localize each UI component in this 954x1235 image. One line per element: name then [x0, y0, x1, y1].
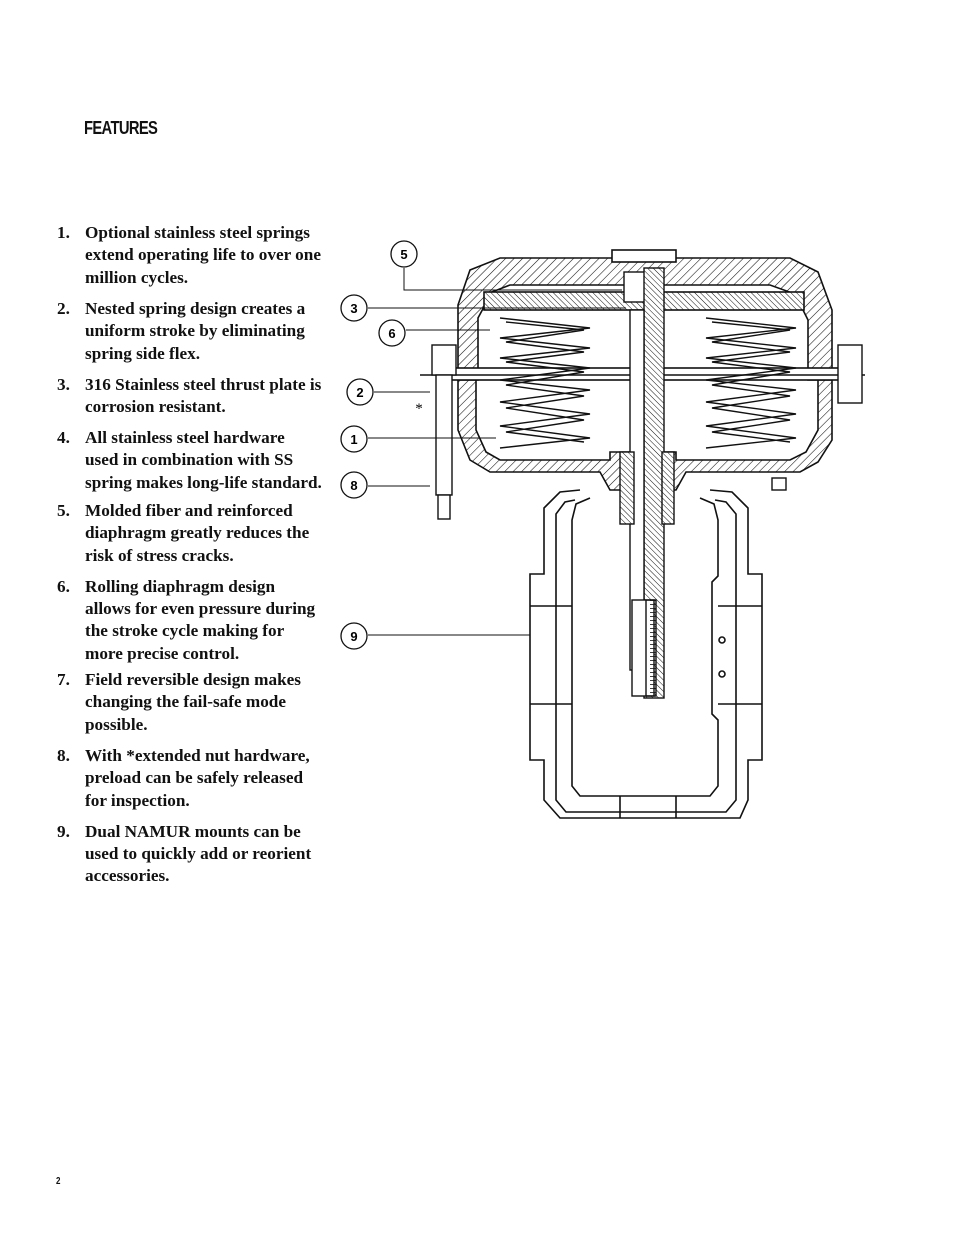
page-heading: FEATURES: [84, 118, 158, 138]
feature-number: 4.: [57, 428, 70, 448]
callout-9: 9: [340, 622, 368, 650]
actuator-cross-section-diagram: 5 3 6 2 1 8 9 *: [340, 240, 865, 819]
feature-text: All stainless steel hardware used in com…: [85, 428, 322, 492]
feature-item: 2. Nested spring design creates a uniform…: [57, 298, 322, 365]
feature-text: Rolling diaphragm design allows for even…: [85, 576, 316, 663]
feature-item: 6. Rolling diaphragm design allows for ev…: [57, 576, 322, 666]
feature-text: Dual NAMUR mounts can be used to quickly…: [85, 821, 312, 886]
feature-number: 5.: [57, 500, 70, 520]
callout-label: 8: [350, 478, 357, 493]
callout-label: 1: [350, 432, 357, 447]
callout-label: 3: [350, 301, 357, 316]
feature-text: With *extended nut hardware, preload can…: [85, 745, 310, 810]
feature-item: 7. Field reversible design makes changing…: [57, 669, 322, 736]
features-list: 1. Optional stainless steel springs exten…: [57, 222, 322, 888]
feature-text: 316 Stainless steel thrust plate is corr…: [85, 374, 322, 417]
feature-text: Optional stainless steel springs extend …: [85, 223, 321, 287]
page-number: 2: [56, 1176, 61, 1187]
callout-leaders: [368, 268, 626, 636]
feature-number: 8.: [57, 745, 70, 765]
callout-2: 2: [346, 378, 374, 406]
feature-number: 7.: [57, 669, 70, 689]
feature-item: 1. Optional stainless steel springs exten…: [57, 222, 322, 289]
feature-item: 3. 316 Stainless steel thrust plate is co…: [57, 374, 322, 419]
feature-number: 6.: [57, 576, 70, 596]
feature-text: Nested spring design creates a uniform s…: [85, 298, 306, 363]
feature-number: 9.: [57, 821, 70, 841]
callout-label: 9: [350, 629, 357, 644]
feature-number: 1.: [57, 223, 70, 242]
callout-label: 6: [388, 326, 395, 341]
feature-item: 4. All stainless steel hardware used in c…: [57, 427, 322, 494]
actuator-stem: [619, 267, 675, 699]
callout-5: 5: [390, 240, 418, 268]
feature-text: Field reversible design makes changing t…: [85, 669, 301, 734]
callout-6: 6: [378, 319, 406, 347]
feature-item: 8. With *extended nut hardware, preload c…: [57, 745, 322, 812]
callout-8: 8: [340, 471, 368, 499]
mounting-yoke: [529, 489, 763, 819]
feature-text: Molded fiber and reinforced diaphragm gr…: [85, 500, 310, 565]
feature-item: 5. Molded fiber and reinforced diaphragm …: [57, 500, 322, 567]
feature-number: 2.: [57, 298, 70, 318]
feature-number: 3.: [57, 374, 70, 394]
feature-item: 9. Dual NAMUR mounts can be used to quick…: [57, 821, 322, 888]
asterisk-marker: *: [415, 401, 423, 417]
callout-label: 2: [356, 385, 363, 400]
callout-3: 3: [340, 294, 368, 322]
extended-nut-hardware: [431, 344, 863, 520]
callout-1: 1: [340, 425, 368, 453]
nested-springs: [499, 317, 797, 449]
callout-label: 5: [400, 247, 407, 262]
